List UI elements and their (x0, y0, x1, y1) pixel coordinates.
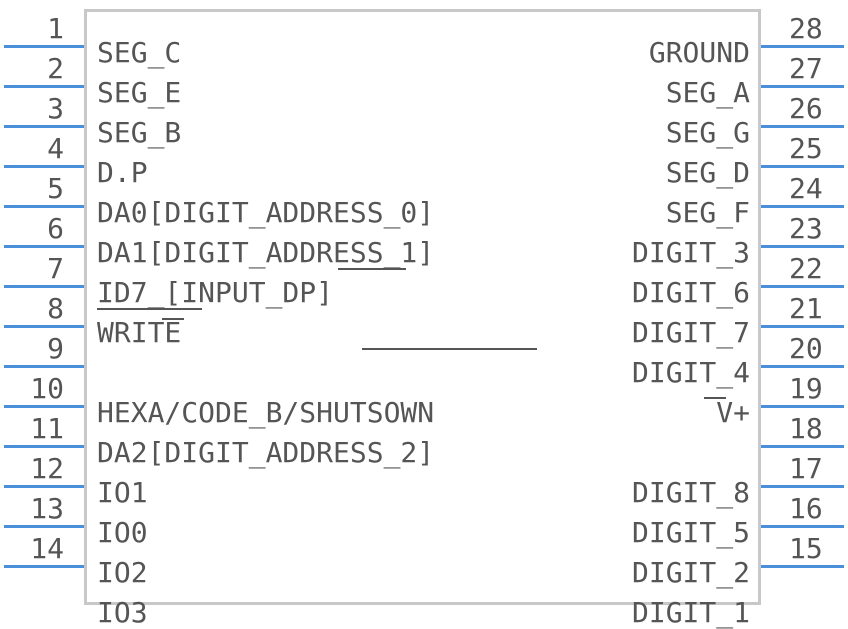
pin-label-left-1: SEG_E (97, 76, 182, 109)
pin-number-15: 15 (789, 532, 823, 565)
pin-number-5: 5 (47, 172, 64, 205)
pin-line-right-28 (761, 45, 844, 48)
chip-body (84, 9, 761, 605)
pin-number-9: 9 (47, 332, 64, 365)
pin-number-23: 23 (789, 212, 823, 245)
pin-label-left-2: SEG_B (97, 116, 182, 149)
pin-label-left-9: HEXA/CODE_B/SHUTSOWN (97, 396, 435, 429)
pin-label-left-12: IO0 (97, 516, 148, 549)
overbar-4 (704, 397, 726, 399)
pin-line-right-17 (761, 485, 844, 488)
pin-line-left-4 (4, 165, 84, 168)
pin-label-left-3: D.P (97, 156, 148, 189)
pin-number-1: 1 (47, 12, 64, 45)
pin-label-left-10: DA2[DIGIT_ADDRESS_2] (97, 436, 435, 469)
pin-line-right-18 (761, 445, 844, 448)
pin-number-16: 16 (789, 492, 823, 525)
pin-line-left-12 (4, 485, 84, 488)
pin-label-right-13: DIGIT_2 (631, 556, 750, 589)
pin-line-right-25 (761, 165, 844, 168)
pin-line-right-16 (761, 525, 844, 528)
pin-label-left-14: IO3 (97, 596, 148, 629)
overbar-0 (97, 308, 202, 310)
pin-number-10: 10 (30, 372, 64, 405)
pin-number-6: 6 (47, 212, 64, 245)
pin-line-left-3 (4, 125, 84, 128)
pin-label-left-7: WRITE (97, 316, 182, 349)
pin-number-21: 21 (789, 292, 823, 325)
pin-line-left-9 (4, 365, 84, 368)
pin-number-2: 2 (47, 52, 64, 85)
pin-line-left-1 (4, 45, 84, 48)
pin-line-left-6 (4, 245, 84, 248)
pin-label-right-2: SEG_G (665, 116, 750, 149)
pin-line-right-15 (761, 565, 844, 568)
pin-label-right-4: SEG_F (665, 196, 750, 229)
pin-number-11: 11 (30, 412, 64, 445)
pin-number-20: 20 (789, 332, 823, 365)
pin-number-14: 14 (30, 532, 64, 565)
pin-label-right-12: DIGIT_5 (631, 516, 750, 549)
pin-label-right-1: SEG_A (665, 76, 750, 109)
overbar-3 (338, 268, 406, 270)
overbar-2 (362, 348, 537, 350)
pin-line-left-7 (4, 285, 84, 288)
pin-line-left-14 (4, 565, 84, 568)
pin-label-right-14: DIGIT_1 (631, 596, 750, 629)
pin-line-left-8 (4, 325, 84, 328)
pin-number-3: 3 (47, 92, 64, 125)
pin-label-right-7: DIGIT_7 (631, 316, 750, 349)
pin-line-left-5 (4, 205, 84, 208)
pin-number-22: 22 (789, 252, 823, 285)
pin-line-right-23 (761, 245, 844, 248)
pin-number-24: 24 (789, 172, 823, 205)
pin-label-right-0: GROUND (648, 36, 750, 69)
pin-line-right-26 (761, 125, 844, 128)
pin-label-left-11: IO1 (97, 476, 148, 509)
pin-line-right-24 (761, 205, 844, 208)
pin-label-left-0: SEG_C (97, 36, 182, 69)
pin-line-right-22 (761, 285, 844, 288)
pin-label-right-8: DIGIT_4 (631, 356, 750, 389)
pin-line-left-11 (4, 445, 84, 448)
pin-label-left-5: DA1[DIGIT_ADDRESS_1] (97, 236, 435, 269)
pin-line-left-2 (4, 85, 84, 88)
pin-number-13: 13 (30, 492, 64, 525)
overbar-1 (162, 318, 184, 320)
pin-label-right-11: DIGIT_8 (631, 476, 750, 509)
pin-number-4: 4 (47, 132, 64, 165)
pin-line-right-19 (761, 405, 844, 408)
pin-number-26: 26 (789, 92, 823, 125)
pin-line-right-20 (761, 365, 844, 368)
pin-line-left-10 (4, 405, 84, 408)
pin-number-28: 28 (789, 12, 823, 45)
pin-line-left-13 (4, 525, 84, 528)
pin-label-right-3: SEG_D (665, 156, 750, 189)
pin-number-27: 27 (789, 52, 823, 85)
pin-number-7: 7 (47, 252, 64, 285)
pin-label-left-13: IO2 (97, 556, 148, 589)
pin-label-right-9: V+ (716, 396, 750, 429)
pin-number-19: 19 (789, 372, 823, 405)
pin-line-right-21 (761, 325, 844, 328)
pin-number-8: 8 (47, 292, 64, 325)
pin-line-right-27 (761, 85, 844, 88)
pin-number-17: 17 (789, 452, 823, 485)
pin-number-18: 18 (789, 412, 823, 445)
pin-label-right-6: DIGIT_6 (631, 276, 750, 309)
pin-number-25: 25 (789, 132, 823, 165)
pin-label-left-4: DA0[DIGIT_ADDRESS_0] (97, 196, 435, 229)
pin-label-right-5: DIGIT_3 (631, 236, 750, 269)
pin-label-left-6: ID7_[INPUT_DP] (97, 276, 334, 309)
pin-number-12: 12 (30, 452, 64, 485)
